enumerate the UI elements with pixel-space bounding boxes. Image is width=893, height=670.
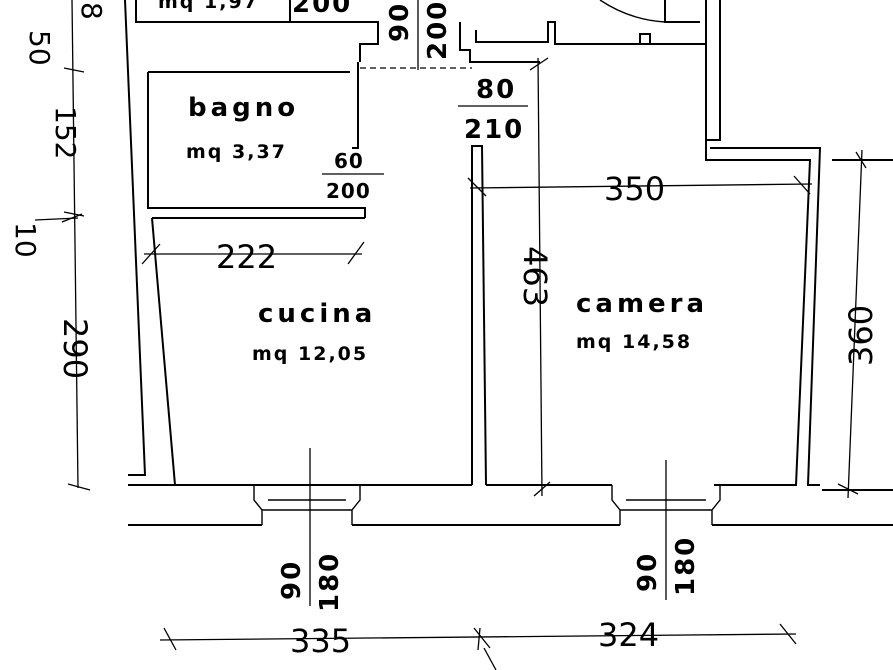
walls <box>124 0 893 526</box>
window-right-jamb <box>711 485 721 525</box>
cucina-window-width: 90 <box>277 560 307 600</box>
left-dimension-chain <box>71 0 79 489</box>
dim-290: 290 <box>56 318 94 379</box>
window-left-jamb <box>253 485 263 525</box>
left-tick-152 <box>63 211 85 217</box>
right-tick-bottom <box>837 483 859 495</box>
camera-right-wall <box>705 0 812 486</box>
cucina-name: cucina <box>258 299 376 329</box>
top-door-jamb <box>290 21 379 62</box>
bottom-dimension-line <box>159 633 797 641</box>
camera-depth-line <box>537 57 543 497</box>
cucina-window-height: 180 <box>315 552 345 612</box>
top-door-200: 200 <box>423 0 453 60</box>
top-door-90: 90 <box>385 2 415 42</box>
bagno-right-wall <box>352 62 359 149</box>
dim-top-left-partial: 8 <box>75 2 108 20</box>
top-room-area: mq 1,97 <box>158 0 259 13</box>
bottom-tick-mid <box>473 627 491 649</box>
camera-door-top-left <box>459 22 540 63</box>
camera-window-width: 90 <box>633 552 663 592</box>
right-dimension-line <box>847 149 863 499</box>
top-left-room-wall <box>135 0 291 23</box>
dim-bottom-335: 335 <box>290 622 351 660</box>
partition-cucina-camera <box>471 145 487 486</box>
camera-depth-tick-bottom <box>533 481 551 497</box>
camera-width-tick-left <box>467 177 487 197</box>
dimension-lines <box>34 0 867 670</box>
camera-name: camera <box>576 289 708 319</box>
outer-right-wall <box>710 147 822 486</box>
top-middle-notch <box>555 33 651 45</box>
outer-left-wall <box>124 0 147 476</box>
left-tick-50 <box>63 67 85 73</box>
camera-area: mq 14,58 <box>576 331 692 353</box>
camera-width-line <box>469 183 813 189</box>
bagno-left-bottom-wall <box>147 72 366 218</box>
bottom-tick-left <box>163 627 177 651</box>
bottom-tick-mid2 <box>477 627 481 651</box>
dim-152: 152 <box>49 106 82 159</box>
bottom-tick-right <box>779 623 797 645</box>
left-tick-290 <box>67 483 91 491</box>
top-door-right <box>664 0 700 23</box>
dim-50: 50 <box>23 30 56 66</box>
top-door-width: 200 <box>292 0 352 19</box>
dim-right-360: 360 <box>842 305 880 366</box>
dim-10: 10 <box>9 222 42 258</box>
cucina-width-tick-left <box>141 243 161 265</box>
cucina-window <box>253 485 361 525</box>
bottom-leader <box>483 647 497 670</box>
dim-camera-463: 463 <box>516 246 554 307</box>
bagno-name: bagno <box>188 93 299 123</box>
camera-door-height: 210 <box>464 115 524 145</box>
cucina-area: mq 12,05 <box>252 343 368 365</box>
camera-window-height: 180 <box>671 536 701 596</box>
bagno-door-width: 60 <box>334 149 364 173</box>
bagno-door-height: 200 <box>326 179 371 203</box>
camera-door-width: 80 <box>476 75 516 105</box>
cucina-width-tick-right <box>347 241 365 265</box>
top-middle-wall <box>475 0 707 45</box>
dim-bottom-324: 324 <box>598 616 659 654</box>
bagno-area: mq 3,37 <box>186 141 287 163</box>
window-right-jamb <box>351 485 361 525</box>
left-leader-10 <box>34 217 79 221</box>
camera-depth-tick-top <box>529 57 549 71</box>
camera-width-tick-right <box>793 175 811 195</box>
door-swing-arc <box>599 0 666 23</box>
dim-camera-350: 350 <box>604 170 665 208</box>
right-tick-top <box>855 151 867 169</box>
dim-cucina-222: 222 <box>216 238 277 276</box>
window-left-jamb <box>611 485 621 525</box>
